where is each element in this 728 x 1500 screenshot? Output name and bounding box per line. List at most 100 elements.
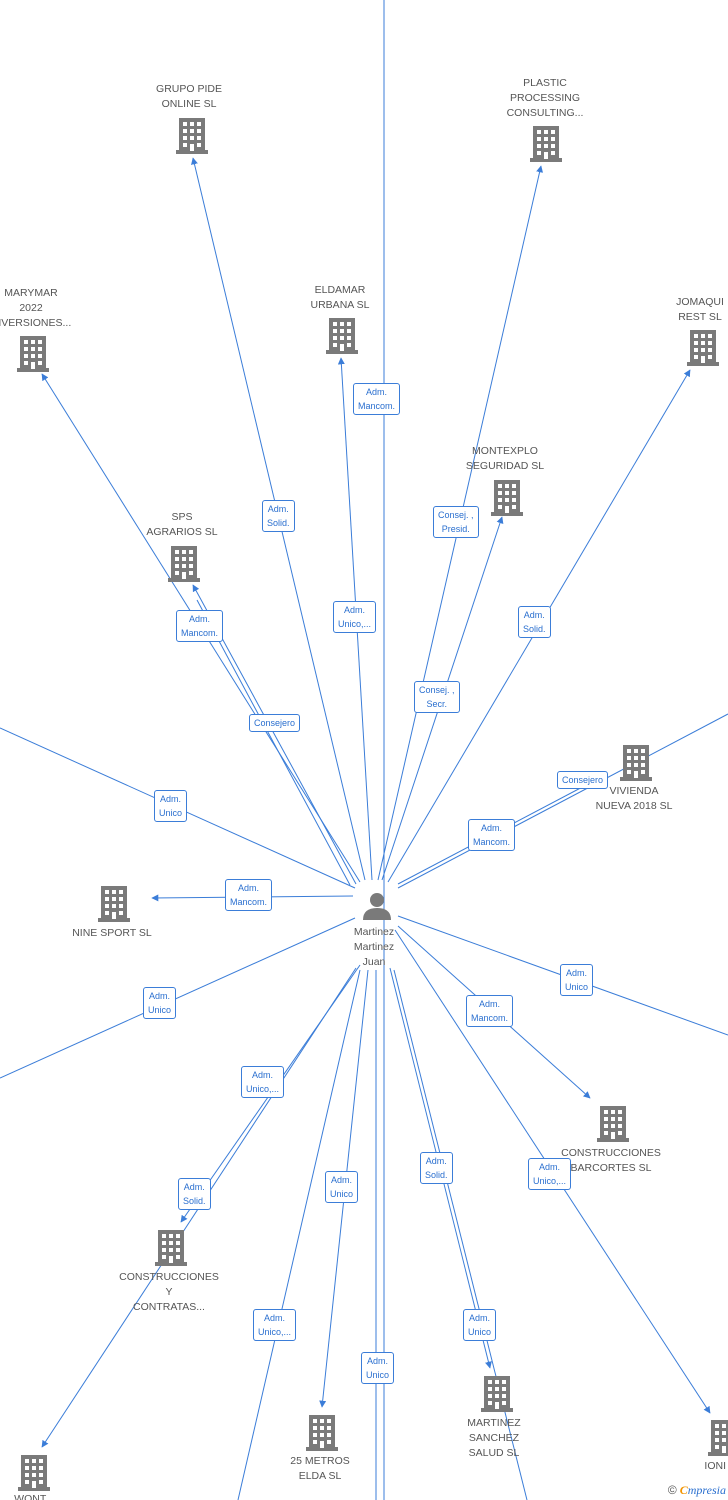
- edge-label-right[interactable]: Adm. Unico: [560, 964, 594, 996]
- edge-label-bottom-2[interactable]: Adm. Unico: [361, 1352, 395, 1384]
- company-grupo-pide[interactable]: GRUPO PIDE ONLINE SL: [129, 82, 249, 112]
- edge-label-line: Adm.: [566, 968, 588, 978]
- edge-label-sanchez-1[interactable]: Adm. Solid.: [420, 1152, 453, 1184]
- edge-label-line: Consejero: [562, 775, 604, 785]
- company-label-line: CONSTRUCCIONES: [119, 1271, 219, 1283]
- edge-label-line: Consej. ,: [419, 685, 455, 695]
- building-icon: [530, 126, 562, 162]
- building-icon: [326, 318, 358, 354]
- edge-sps-2: [196, 599, 351, 886]
- edge-label-eldamar-2[interactable]: Adm. Unico,...: [333, 601, 377, 633]
- company-marymar[interactable]: MARYMAR 2022 INVERSIONES...: [0, 286, 91, 331]
- edge-label-line: Adm.: [331, 1175, 353, 1185]
- edge-label-jomaqui[interactable]: Adm. Solid.: [518, 606, 551, 638]
- company-label-line: Y: [165, 1286, 173, 1298]
- company-vivienda[interactable]: VIVIENDA NUEVA 2018 SL: [574, 784, 694, 814]
- edge-label-sps[interactable]: Adm. Mancom.: [176, 610, 224, 642]
- edge-label-consejero-2[interactable]: Consejero: [557, 771, 609, 789]
- building-icon: [620, 745, 652, 781]
- edge-label-line: Unico,...: [258, 1327, 292, 1337]
- edge-label-contratas-2[interactable]: Adm. Solid.: [178, 1178, 211, 1210]
- company-martinez-sanchez[interactable]: MARTINEZ SANCHEZ SALUD SL: [434, 1416, 554, 1461]
- edge-label-eldamar[interactable]: Adm. Mancom.: [353, 383, 401, 415]
- building-icon: [155, 1230, 187, 1266]
- company-plastic[interactable]: PLASTIC PROCESSING CONSULTING...: [485, 76, 605, 121]
- edge-label-sanchez-2[interactable]: Adm. Unico: [463, 1309, 497, 1341]
- company-25-metros[interactable]: 25 METROS ELDA SL: [260, 1454, 380, 1484]
- edge-label-consejero-1[interactable]: Consejero: [249, 714, 301, 732]
- copyright-symbol: ©: [667, 1483, 677, 1497]
- edge-label-vivienda[interactable]: Adm. Mancom.: [468, 819, 516, 851]
- company-label-line: PROCESSING: [509, 92, 580, 104]
- company-label-line: BARCORTES SL: [570, 1162, 652, 1174]
- company-contratas[interactable]: CONSTRUCCIONES Y CONTRATAS...: [109, 1270, 229, 1315]
- company-eldamar[interactable]: ELDAMAR URBANA SL: [280, 283, 400, 313]
- building-icon: [306, 1415, 338, 1451]
- edge-label-ioni[interactable]: Adm. Unico,...: [528, 1158, 572, 1190]
- center-person-label[interactable]: Martinez Martinez Juan: [314, 925, 434, 970]
- company-montexplo[interactable]: MONTEXPLO SEGURIDAD SL: [445, 444, 565, 474]
- company-label-line: SEGURIDAD SL: [465, 460, 545, 472]
- building-icon: [17, 336, 49, 372]
- edge-label-left-bottom[interactable]: Adm. Unico: [143, 987, 177, 1019]
- company-bottom-left[interactable]: WONT...: [0, 1492, 94, 1500]
- edge-label-bottom-1[interactable]: Adm. Unico,...: [253, 1309, 297, 1341]
- edge-label-line: Solid.: [183, 1196, 206, 1206]
- company-ioni[interactable]: IONI: [648, 1459, 726, 1474]
- company-sps[interactable]: SPS AGRARIOS SL: [122, 510, 242, 540]
- edge-left-bottom: [0, 917, 356, 1079]
- edge-label-left-top[interactable]: Adm. Unico: [154, 790, 188, 822]
- company-label-line: ELDA SL: [298, 1470, 342, 1482]
- edge-label-line: Adm.: [189, 614, 211, 624]
- company-label-line: MARYMAR: [4, 287, 58, 299]
- edge-label-line: Adm.: [252, 1070, 274, 1080]
- edge-label-grupo-pide[interactable]: Adm. Solid.: [262, 500, 295, 532]
- edge-label-25-metros[interactable]: Adm. Unico: [325, 1171, 359, 1203]
- edge-label-barcortes[interactable]: Adm. Mancom.: [466, 995, 514, 1027]
- company-label-line: JOMAQUI: [676, 296, 724, 308]
- company-label-line: VIVIENDA: [609, 785, 659, 797]
- edge-label-nine-sport[interactable]: Adm. Mancom.: [225, 879, 273, 911]
- center-label-line: Juan: [362, 956, 386, 968]
- edge-label-line: Adm.: [523, 610, 545, 620]
- edge-label-line: Unico,...: [338, 619, 372, 629]
- company-label-line: ONLINE SL: [161, 98, 217, 110]
- company-label-line: NINE SPORT SL: [72, 927, 152, 939]
- company-label-line: 25 METROS: [290, 1455, 350, 1467]
- company-label-line: ELDAMAR: [314, 284, 366, 296]
- edge-label-line: Adm.: [183, 1182, 205, 1192]
- edge-label-line: Unico,...: [246, 1084, 280, 1094]
- company-nine-sport[interactable]: NINE SPORT SL: [52, 926, 172, 941]
- company-barcortes[interactable]: CONSTRUCCIONES BARCORTES SL: [551, 1146, 671, 1176]
- edge-label-plastic[interactable]: Consej. , Presid.: [433, 506, 479, 538]
- company-label-line: SPS: [171, 511, 193, 523]
- edge-label-line: Unico: [148, 1005, 172, 1015]
- building-icon: [98, 886, 130, 922]
- center-label-line: Martinez: [353, 926, 395, 938]
- edge-label-line: Adm.: [367, 1356, 389, 1366]
- edge-right-top: [397, 713, 728, 889]
- company-label-line: IONI: [704, 1460, 726, 1472]
- edge-label-line: Solid.: [267, 518, 290, 528]
- edge-label-line: Adm.: [264, 1313, 286, 1323]
- building-icon: [168, 546, 200, 582]
- edge-label-montexplo[interactable]: Consej. , Secr.: [414, 681, 460, 713]
- edge-label-contratas-1[interactable]: Adm. Unico,...: [241, 1066, 285, 1098]
- empresia-watermark: © Cmpresia: [668, 1483, 726, 1498]
- company-label-line: CONTRATAS...: [133, 1301, 205, 1313]
- company-label-line: GRUPO PIDE: [156, 83, 222, 95]
- brand-rest: mpresia: [687, 1483, 726, 1497]
- edge-label-line: Consej. ,: [438, 510, 474, 520]
- company-label-line: REST SL: [678, 311, 722, 323]
- edge-label-line: Secr.: [426, 699, 448, 709]
- company-label-line: 2022: [19, 302, 43, 314]
- brand-initial: C: [679, 1483, 688, 1497]
- edge-label-line: Adm.: [344, 605, 366, 615]
- edge-label-line: Mancom.: [358, 401, 396, 411]
- building-icon: [491, 480, 523, 516]
- edge-bottom-1: [237, 969, 361, 1500]
- company-jomaqui[interactable]: JOMAQUI REST SL: [640, 295, 728, 325]
- edge-label-line: Unico,...: [533, 1176, 567, 1186]
- building-icon: [18, 1455, 50, 1491]
- edge-label-line: Adm.: [481, 823, 503, 833]
